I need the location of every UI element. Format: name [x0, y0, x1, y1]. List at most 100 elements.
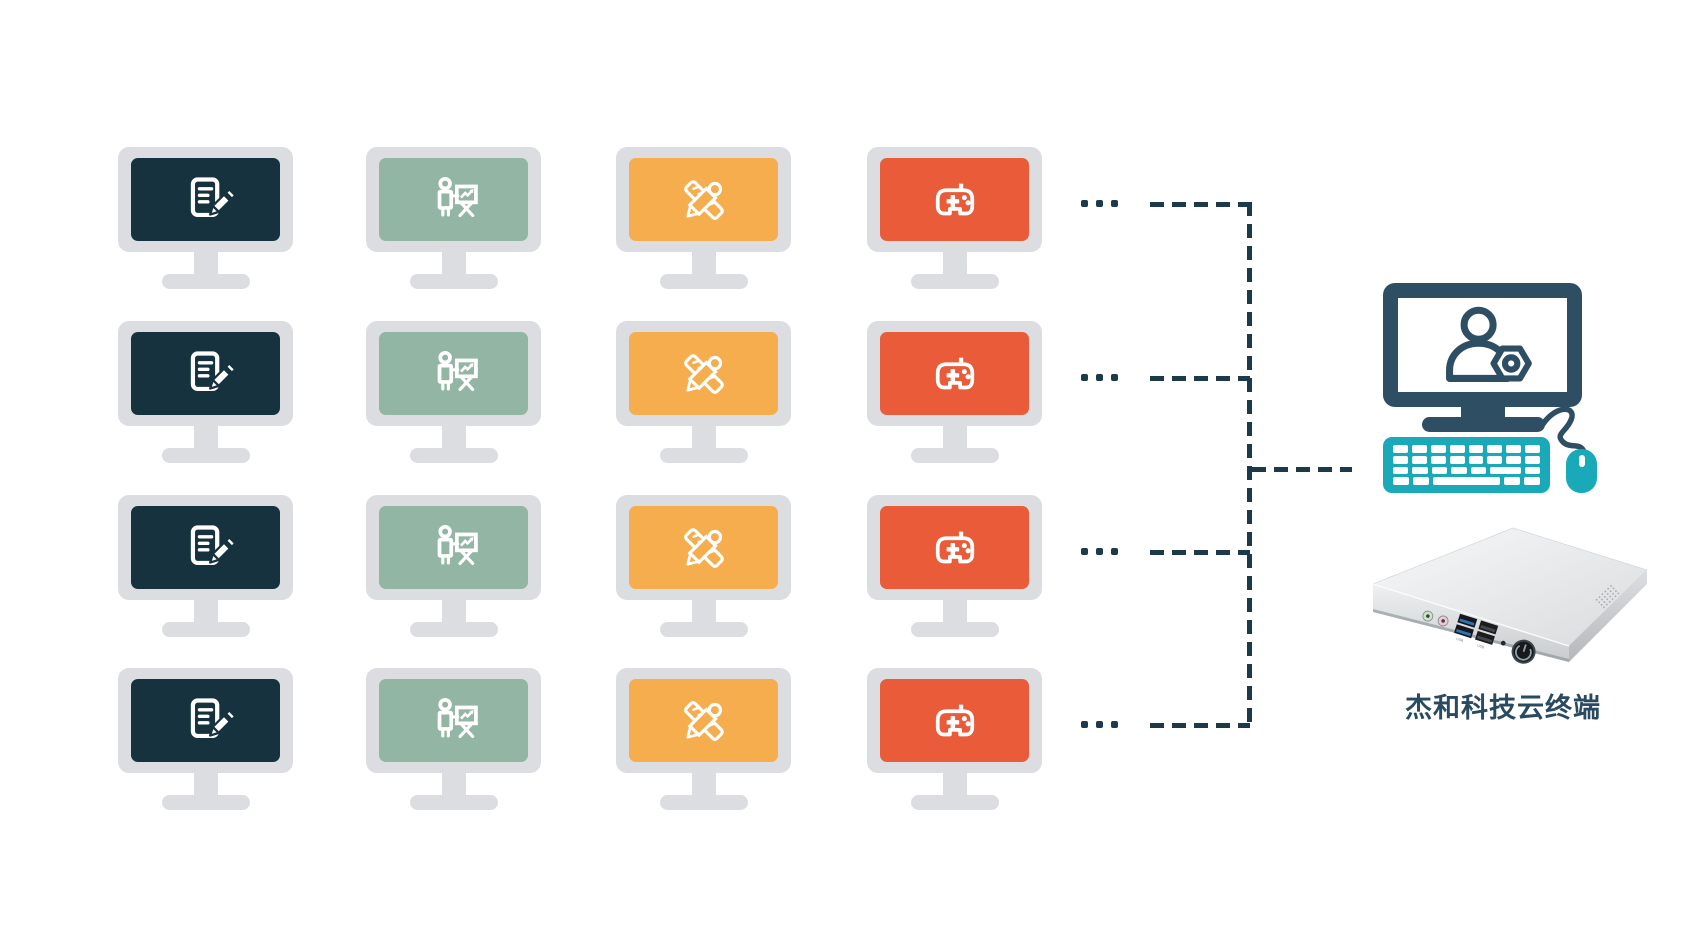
monitor-screen [131, 506, 280, 589]
monitor-stand-neck [942, 598, 967, 624]
ellipsis-dots [1081, 721, 1118, 728]
monitor-screen [131, 158, 280, 241]
monitor-screen [379, 332, 528, 415]
mouse-scroll-slit [1578, 455, 1585, 467]
client-monitor-office-document [118, 321, 293, 463]
monitor-screen [379, 679, 528, 762]
keyboard-row [1393, 455, 1540, 464]
ruler-pencil-icon [676, 693, 732, 749]
monitor-stand-base [161, 448, 250, 463]
client-monitor-gaming [867, 147, 1042, 289]
monitor-stand-neck [193, 250, 218, 276]
monitor-screen [880, 158, 1029, 241]
monitor-screen [880, 679, 1029, 762]
monitor-screen [131, 332, 280, 415]
monitor-screen [629, 332, 778, 415]
monitor-screen [880, 506, 1029, 589]
host-monitor [1383, 283, 1582, 407]
host-monitor-stand-base [1422, 417, 1545, 432]
device-side-vents [1595, 585, 1620, 609]
client-monitor-office-document [118, 495, 293, 637]
device-front-ports: USB USB [1422, 610, 1536, 664]
document-edit-icon [178, 172, 234, 228]
user-gear-icon [1425, 301, 1541, 389]
client-monitor-design [616, 147, 791, 289]
monitor-stand-neck [441, 598, 466, 624]
monitor-stand-neck [691, 250, 716, 276]
trunk-line [1247, 202, 1252, 727]
monitor-stand-base [409, 448, 498, 463]
monitor-stand-neck [441, 250, 466, 276]
ruler-pencil-icon [676, 346, 732, 402]
row-connector-line [1150, 722, 1250, 728]
monitor-stand-neck [691, 598, 716, 624]
monitor-stand-neck [942, 250, 967, 276]
monitor-stand-base [910, 622, 999, 637]
client-monitor-design [616, 321, 791, 463]
monitor-stand-neck [193, 424, 218, 450]
client-monitor-gaming [867, 321, 1042, 463]
cloud-terminal-device: USB USB [1372, 527, 1648, 664]
monitor-stand-base [910, 274, 999, 289]
host-branch-line [1252, 467, 1352, 472]
presentation-chart-icon [426, 693, 482, 749]
client-monitor-presentation [366, 668, 541, 810]
client-monitor-presentation [366, 147, 541, 289]
document-edit-icon [178, 693, 234, 749]
ruler-pencil-icon [676, 520, 732, 576]
monitor-stand-base [161, 622, 250, 637]
client-monitor-design [616, 495, 791, 637]
monitor-screen [880, 332, 1029, 415]
monitor-screen [131, 679, 280, 762]
monitor-stand-neck [193, 598, 218, 624]
client-monitor-presentation [366, 495, 541, 637]
monitor-screen [629, 158, 778, 241]
power-button [1511, 639, 1536, 664]
gamepad-icon [927, 520, 983, 576]
device-caption: 杰和科技云终端 [1405, 693, 1601, 723]
monitor-screen [629, 679, 778, 762]
keyboard-row [1393, 477, 1540, 485]
client-monitor-office-document [118, 147, 293, 289]
device-right-face [1569, 570, 1647, 662]
monitor-screen [379, 158, 528, 241]
client-monitor-gaming [867, 495, 1042, 637]
monitor-stand-neck [193, 771, 218, 797]
monitor-stand-base [409, 622, 498, 637]
row-connector-line [1150, 549, 1250, 555]
presentation-chart-icon [426, 172, 482, 228]
row-connector-line [1150, 201, 1250, 207]
usb-label: USB [1477, 644, 1486, 650]
monitor-stand-neck [441, 771, 466, 797]
gamepad-icon [927, 346, 983, 402]
ellipsis-dots [1081, 548, 1118, 555]
usb-label: USB [1456, 637, 1465, 643]
monitor-stand-base [910, 448, 999, 463]
row-connector-line [1150, 375, 1250, 381]
monitor-stand-base [409, 274, 498, 289]
client-monitor-presentation [366, 321, 541, 463]
presentation-chart-icon [426, 346, 482, 402]
monitor-screen [629, 506, 778, 589]
document-edit-icon [178, 520, 234, 576]
gamepad-icon [927, 693, 983, 749]
host-keyboard [1383, 437, 1550, 493]
client-monitor-design [616, 668, 791, 810]
monitor-stand-base [409, 795, 498, 810]
presentation-chart-icon [426, 520, 482, 576]
client-monitor-office-document [118, 668, 293, 810]
monitor-stand-base [161, 274, 250, 289]
usb-ports [1454, 613, 1499, 645]
monitor-stand-base [659, 274, 748, 289]
ellipsis-dots [1081, 200, 1118, 207]
monitor-screen [379, 506, 528, 589]
monitor-stand-base [659, 622, 748, 637]
keyboard-row [1393, 466, 1540, 475]
ruler-pencil-icon [676, 172, 732, 228]
client-monitor-gaming [867, 668, 1042, 810]
mouse-cable [1540, 406, 1587, 455]
monitor-stand-neck [691, 771, 716, 797]
monitor-stand-base [659, 448, 748, 463]
monitor-stand-neck [441, 424, 466, 450]
